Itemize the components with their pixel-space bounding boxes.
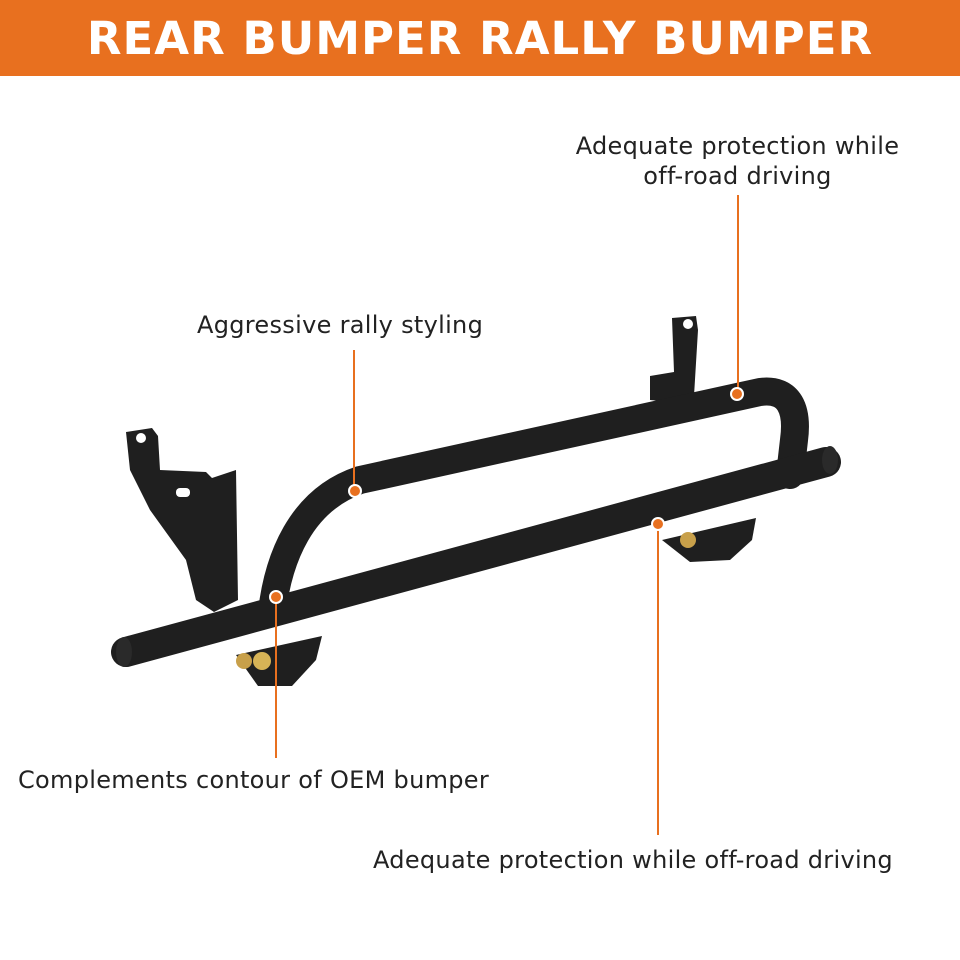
callout-dot-bottom-left: [269, 590, 283, 604]
callout-oem-contour: Complements contour of OEM bumper: [18, 766, 490, 794]
callout-protection-top-line2: off-road driving: [643, 162, 832, 190]
page-title: REAR BUMPER RALLY BUMPER: [86, 11, 874, 65]
callout-protection-top: Adequate protection while off-road drivi…: [545, 131, 930, 191]
callout-dot-bottom-right: [651, 517, 665, 531]
title-banner: REAR BUMPER RALLY BUMPER: [0, 0, 960, 76]
callout-dot-middle-left: [348, 484, 362, 498]
callout-protection-bottom: Adequate protection while off-road drivi…: [373, 846, 893, 874]
callout-dot-top-right: [730, 387, 744, 401]
callout-protection-top-line1: Adequate protection while: [575, 132, 900, 160]
callout-rally-styling: Aggressive rally styling: [197, 311, 484, 339]
